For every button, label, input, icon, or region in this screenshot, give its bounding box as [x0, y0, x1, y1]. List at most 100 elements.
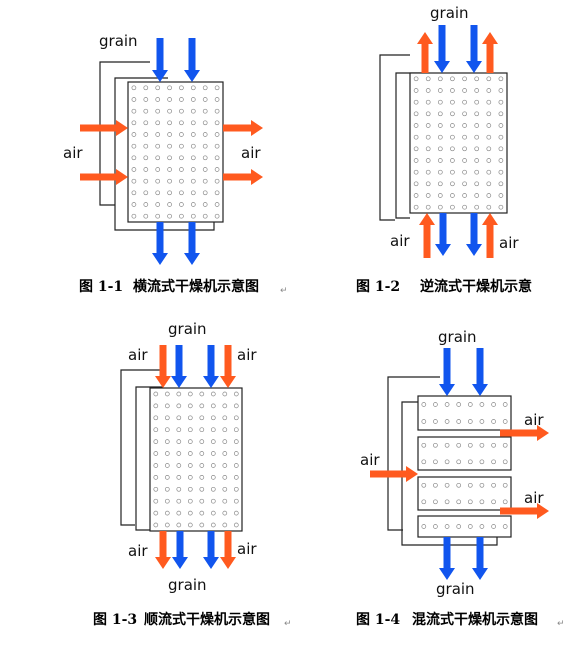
hole — [479, 402, 485, 407]
hole — [498, 76, 504, 82]
hole — [413, 111, 419, 117]
hole — [202, 97, 208, 102]
hole — [502, 499, 508, 505]
hole — [467, 442, 473, 448]
hole — [176, 522, 182, 528]
hole — [210, 427, 216, 433]
hole — [486, 146, 492, 152]
figure-1-1: grain air air 图 1-1 横流式干燥机示意图 ↵ — [63, 32, 288, 296]
hole — [233, 510, 239, 516]
hole — [210, 510, 216, 516]
arrow-shape — [439, 348, 455, 396]
hole — [486, 99, 492, 105]
duct-section — [417, 395, 512, 431]
hole — [199, 391, 205, 397]
hole — [491, 499, 496, 505]
hole — [210, 451, 216, 456]
hole — [486, 158, 492, 163]
frame-back-outline — [379, 54, 410, 221]
hole — [202, 120, 208, 126]
hole — [491, 459, 496, 465]
hole — [167, 120, 172, 126]
perforated-column — [149, 387, 243, 532]
hole — [153, 510, 159, 516]
arrow-shape — [482, 32, 498, 73]
hole — [425, 204, 431, 210]
figure-1-3: grain air air air air grain 图 1-3 顺流式干燥机… — [93, 320, 292, 629]
air-outlet-arrow — [500, 425, 549, 441]
grain-label: grain — [99, 32, 138, 50]
hole — [190, 213, 196, 219]
arrow-shape — [439, 537, 455, 580]
hole — [421, 402, 427, 407]
hole — [413, 123, 419, 128]
arrow-shape — [435, 213, 451, 256]
hole — [233, 486, 239, 492]
arrow-shape — [80, 120, 128, 136]
arrow-shape — [203, 531, 219, 569]
hole — [425, 76, 431, 82]
hole — [437, 123, 443, 128]
arrow-shape — [171, 345, 187, 388]
hole — [143, 202, 149, 207]
arrow-shape — [223, 120, 263, 136]
hole — [155, 202, 161, 207]
air-inlet-arrow — [419, 213, 435, 258]
hole — [164, 498, 170, 504]
hole — [222, 510, 228, 516]
hole — [467, 482, 473, 488]
hole — [190, 178, 196, 184]
arrow-shape — [466, 213, 482, 256]
hole-grid — [413, 76, 504, 210]
hole — [131, 143, 137, 149]
hole — [199, 486, 205, 492]
hole — [437, 134, 443, 140]
arrow-shape — [500, 503, 549, 519]
hole — [462, 111, 467, 117]
hole — [143, 213, 149, 219]
arrow-shape — [203, 345, 219, 388]
air-outlet-arrow — [220, 531, 236, 569]
hole — [179, 85, 184, 91]
hole — [187, 427, 193, 433]
hole — [131, 202, 137, 207]
hole — [502, 402, 508, 407]
arrow-shape — [184, 38, 200, 82]
hole — [190, 97, 196, 102]
hole — [190, 167, 196, 172]
hole — [190, 85, 196, 91]
hole — [155, 97, 161, 102]
hole — [167, 167, 172, 172]
hole — [202, 190, 208, 196]
hole — [164, 403, 170, 409]
frame-back-outline — [99, 61, 150, 206]
hole — [502, 524, 508, 529]
arrow-shape — [482, 213, 498, 258]
hole — [164, 415, 170, 421]
grain-inlet-arrow — [203, 345, 219, 388]
hole — [143, 190, 149, 196]
air-inlet-arrow — [80, 169, 128, 185]
grain-inlet-arrow — [434, 25, 450, 73]
hole — [179, 97, 184, 102]
hole — [491, 482, 496, 488]
hole — [479, 482, 485, 488]
hole — [155, 167, 161, 172]
hole — [187, 475, 193, 480]
hole — [164, 475, 170, 480]
hole — [187, 510, 193, 516]
hole — [131, 178, 137, 184]
hole — [450, 99, 455, 105]
hole — [210, 463, 216, 468]
hole — [167, 190, 172, 196]
hole — [214, 167, 220, 172]
hole — [433, 442, 438, 448]
hole — [498, 146, 504, 152]
hole — [131, 97, 137, 102]
hole — [155, 143, 161, 149]
caption-number: 图 1-1 — [79, 279, 123, 295]
frame-mid-outline — [401, 401, 498, 546]
hole — [450, 88, 455, 93]
hole — [474, 111, 480, 117]
